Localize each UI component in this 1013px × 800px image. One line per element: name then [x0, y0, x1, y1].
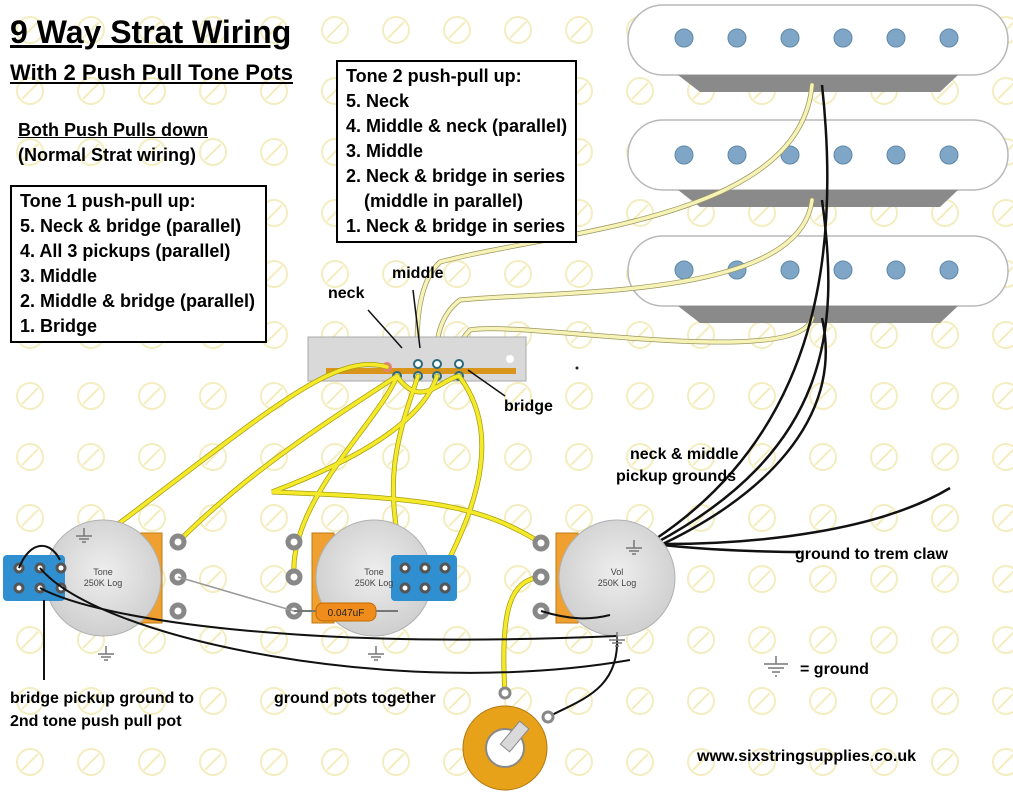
diagram-subtitle: With 2 Push Pull Tone Pots	[10, 60, 293, 85]
tone-link-wire	[177, 576, 295, 612]
neck-label: neck	[328, 285, 365, 302]
normal-line-2: (Normal Strat wiring)	[18, 145, 197, 165]
tone-capacitor: 0.047uF	[294, 602, 398, 622]
diagram-title: 9 Way Strat Wiring	[10, 14, 292, 50]
tone2-item: 3. Middle	[346, 141, 424, 161]
tone2-value: 250K Log	[355, 578, 394, 588]
tone1-item: 2. Middle & bridge (parallel)	[20, 291, 256, 311]
bridge-label: bridge	[504, 398, 553, 415]
normal-line-1: Both Push Pulls down	[18, 120, 208, 140]
yellow-hookup-wires	[59, 362, 544, 696]
tone2-item: 4. Middle & neck (parallel)	[346, 116, 568, 136]
tone2-name: Tone	[364, 567, 384, 577]
tone1-heading: Tone 1 push-pull up:	[20, 191, 196, 211]
ground-pots-label: ground pots together	[274, 690, 436, 707]
tone1-pushpull-box: Tone 1 push-pull up: 5. Neck & bridge (p…	[10, 185, 267, 343]
middle-label: middle	[392, 265, 444, 282]
vol-name: Vol	[611, 567, 624, 577]
pickup-middle	[627, 119, 1009, 207]
vol-value: 250K Log	[598, 578, 637, 588]
website-label: www.sixstringsupplies.co.uk	[697, 748, 917, 765]
grounds-label-2: pickup grounds	[616, 468, 736, 485]
tone2-pushpull-box: Tone 2 push-pull up: 5. Neck 4. Middle &…	[336, 60, 577, 243]
tone1-item: 1. Bridge	[20, 316, 98, 336]
bridge-ground-label-1: bridge pickup ground to	[10, 690, 194, 707]
tone2-heading: Tone 2 push-pull up:	[346, 66, 522, 86]
ground-legend-label: = ground	[800, 661, 869, 678]
pot-labels: Tone 250K Log Tone 250K Log Vol 250K Log	[84, 567, 637, 588]
tone1-name: Tone	[93, 567, 113, 577]
pickup-bridge	[627, 235, 1009, 323]
trem-ground-label: ground to trem claw	[795, 546, 948, 563]
tone1-value: 250K Log	[84, 578, 123, 588]
ground-wires	[18, 544, 631, 718]
tone2-item: (middle in parallel)	[364, 191, 524, 211]
tone2-item: 1. Neck & bridge in series	[346, 216, 566, 236]
tone2-item: 5. Neck	[346, 91, 410, 111]
normal-wiring-note: Both Push Pulls down (Normal Strat wirin…	[18, 118, 208, 168]
switch-pointer-lines	[367, 289, 506, 397]
five-way-switch	[307, 336, 527, 382]
grounds-label-1: neck & middle	[630, 446, 739, 463]
tone1-item: 3. Middle	[20, 266, 98, 286]
tone2-item: 2. Neck & bridge in series	[346, 166, 566, 186]
bridge-ground-label-2: 2nd tone push pull pot	[10, 713, 182, 730]
pickup-neck	[627, 4, 1009, 92]
tone1-item: 5. Neck & bridge (parallel)	[20, 216, 242, 236]
output-jack	[462, 686, 555, 791]
ground-symbols	[76, 528, 788, 677]
stray-dot	[575, 366, 579, 370]
pot-tone-1	[3, 519, 187, 637]
capacitor-value: 0.047uF	[328, 608, 365, 619]
tone1-item: 4. All 3 pickups (parallel)	[20, 241, 231, 261]
pickup-ground-wires	[653, 84, 951, 554]
